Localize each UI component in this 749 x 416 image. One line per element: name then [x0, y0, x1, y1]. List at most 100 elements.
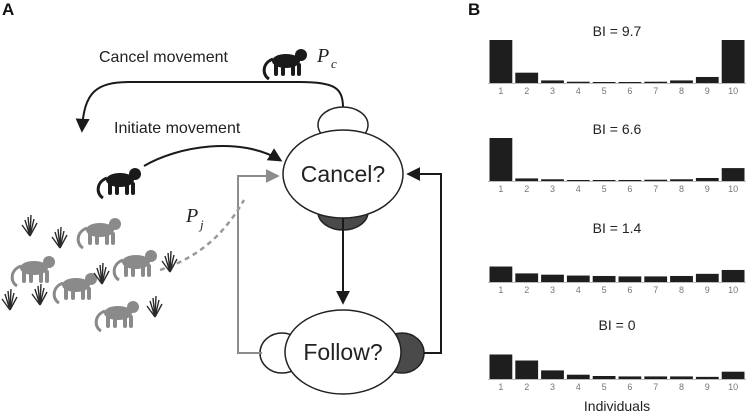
tick-label: 1 — [498, 86, 503, 96]
tick-label: 10 — [728, 285, 738, 295]
bar — [670, 376, 693, 379]
tick-label: 5 — [602, 86, 607, 96]
gray-monkey-icon — [52, 271, 99, 305]
bar — [541, 80, 564, 83]
tick-label: 2 — [524, 184, 529, 194]
bar — [618, 82, 642, 83]
tick-label: 9 — [705, 382, 710, 392]
x-axis-label: Individuals — [584, 398, 650, 414]
grass-icon — [21, 214, 38, 237]
monkey-group — [1, 214, 178, 333]
grass-icon — [31, 283, 48, 306]
tick-label: 6 — [627, 86, 632, 96]
tick-label: 7 — [653, 184, 658, 194]
bar — [618, 276, 642, 282]
bar — [618, 180, 642, 181]
grass-icon — [1, 288, 18, 311]
tick-label: 1 — [498, 285, 503, 295]
bar — [695, 273, 719, 282]
follow-to-cancel-black-arrow — [406, 167, 442, 354]
bar — [566, 374, 590, 379]
follow-to-cancel-gray-arrow — [237, 169, 280, 354]
p-c-symbol: P — [316, 45, 329, 67]
p-j-symbol: P — [185, 205, 198, 227]
gray-monkey-icon — [76, 216, 123, 250]
bar — [695, 177, 719, 181]
bar — [566, 81, 590, 83]
black-monkey-initiator-icon — [96, 166, 143, 200]
bar — [541, 274, 564, 282]
follow-node — [284, 309, 402, 395]
black-monkey-top-icon — [262, 47, 309, 81]
tick-label: 3 — [550, 382, 555, 392]
tick-label: 5 — [602, 184, 607, 194]
tick-label: 2 — [524, 86, 529, 96]
initiate-movement-label: Initiate movement — [114, 120, 241, 137]
bar — [515, 72, 539, 83]
bar — [670, 179, 693, 181]
bar — [566, 180, 590, 181]
tick-label: 9 — [705, 184, 710, 194]
tick-label: 4 — [576, 382, 581, 392]
tick-label: 2 — [524, 382, 529, 392]
bar — [592, 375, 616, 379]
bar — [670, 80, 693, 83]
bar — [695, 376, 719, 379]
bar — [721, 40, 745, 83]
tick-label: 3 — [550, 285, 555, 295]
grass-icon — [146, 295, 163, 318]
tick-label: 10 — [728, 184, 738, 194]
tick-label: 4 — [576, 86, 581, 96]
tick-label: 1 — [498, 184, 503, 194]
tick-label: 2 — [524, 285, 529, 295]
bar — [592, 180, 616, 181]
p-c-subscript: c — [331, 56, 337, 71]
cancel-movement-label: Cancel movement — [99, 49, 229, 66]
tick-label: 10 — [728, 382, 738, 392]
panel-a-label: A — [2, 0, 14, 19]
bar — [644, 276, 668, 282]
chart-title: BI = 6.6 — [593, 121, 642, 137]
tick-label: 9 — [705, 285, 710, 295]
chart-title: BI = 1.4 — [593, 220, 642, 236]
bar — [489, 266, 513, 282]
tick-label: 7 — [653, 86, 658, 96]
chart-title: BI = 9.7 — [593, 23, 642, 39]
tick-label: 7 — [653, 382, 658, 392]
tick-label: 6 — [627, 285, 632, 295]
tick-label: 6 — [627, 184, 632, 194]
cancel-node-label: Cancel? — [301, 161, 385, 187]
bar — [592, 275, 616, 282]
bar — [541, 179, 564, 181]
bar — [592, 82, 616, 83]
tick-label: 3 — [550, 184, 555, 194]
bar — [618, 376, 642, 379]
bar — [515, 360, 539, 379]
bar — [515, 178, 539, 181]
tick-label: 7 — [653, 285, 658, 295]
tick-label: 4 — [576, 184, 581, 194]
cancel-arrow — [75, 81, 344, 133]
grass-icon — [51, 226, 68, 249]
bar — [566, 275, 590, 282]
gray-monkey-icon — [112, 248, 159, 282]
tick-label: 8 — [679, 86, 684, 96]
tick-label: 4 — [576, 285, 581, 295]
tick-label: 8 — [679, 285, 684, 295]
bar — [695, 76, 719, 83]
tick-label: 9 — [705, 86, 710, 96]
gray-monkey-icon — [10, 254, 57, 288]
bar — [541, 370, 564, 379]
tick-label: 1 — [498, 382, 503, 392]
follow-node-label: Follow? — [303, 339, 382, 365]
bar — [721, 269, 745, 282]
tick-label: 8 — [679, 184, 684, 194]
bar — [489, 40, 513, 83]
panel-b-label: B — [468, 0, 480, 19]
bar — [644, 376, 668, 379]
tick-label: 10 — [728, 86, 738, 96]
